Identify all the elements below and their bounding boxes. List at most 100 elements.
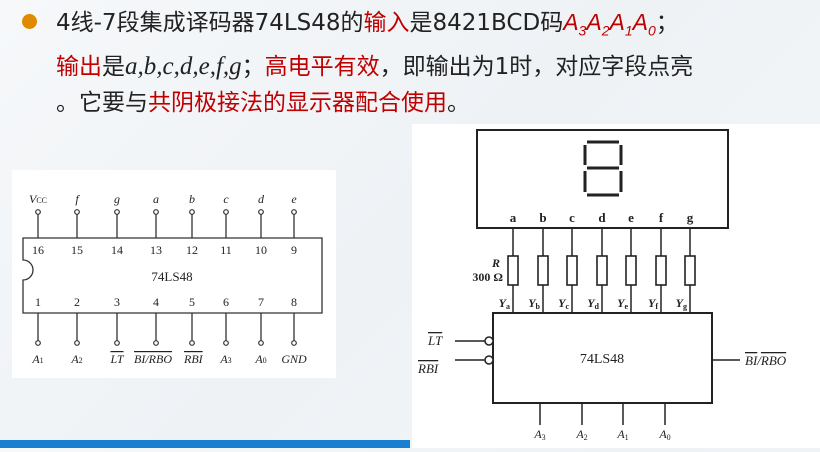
pin-name: BI/RBO <box>134 352 172 366</box>
pin-number: 14 <box>111 243 123 257</box>
pin-name: A2 <box>70 352 82 366</box>
footer-bar <box>0 440 410 448</box>
pin-name: b <box>189 192 195 206</box>
pin-number: 13 <box>150 243 162 257</box>
pin-terminal <box>74 209 80 215</box>
rbi-input-label: RBI <box>417 361 439 376</box>
bcd-input-label: A2 <box>575 427 587 442</box>
text-highlight: 输出 <box>56 53 102 80</box>
pin-number: 8 <box>291 295 297 309</box>
text-highlight: 高电平有效 <box>264 53 380 80</box>
pin-name: A3 <box>219 352 231 366</box>
segment-label: a <box>510 210 517 225</box>
pin-terminal <box>291 209 297 215</box>
pin-number: 1 <box>35 295 41 309</box>
pin-number: 12 <box>186 243 198 257</box>
lt-inversion-bubble <box>484 336 494 346</box>
pin-name: d <box>258 192 265 206</box>
pin-terminal <box>114 209 120 215</box>
pin-terminal <box>189 209 195 215</box>
text: 。 <box>447 89 470 116</box>
resistor-label: R <box>491 256 500 270</box>
resistor <box>507 255 519 286</box>
text-highlight: 输入 <box>363 10 410 36</box>
pin-name: A1 <box>31 352 43 366</box>
output-variables: a,b,c,d,e,f,g <box>125 52 242 80</box>
bullet-icon <box>22 14 37 29</box>
segment-label: f <box>659 210 664 225</box>
pin-terminal <box>74 340 80 346</box>
text: 是8421BCD码 <box>409 10 564 36</box>
output-label: Yd <box>587 296 599 311</box>
pin-terminal <box>114 340 120 346</box>
pin-terminal <box>35 340 41 346</box>
pin-terminal <box>153 209 159 215</box>
resistor <box>655 255 667 286</box>
text: 是 <box>102 53 125 80</box>
bcd-input-label: A1 <box>616 427 628 442</box>
output-label: Yf <box>648 296 658 311</box>
bcd-input-label: A3 <box>533 427 545 442</box>
bullet-paragraph: 4线-7段集成译码器74LS48的输入是8421BCD码A3A2A1A0； 输出… <box>56 4 816 121</box>
pin-name: GND <box>281 352 307 366</box>
pin-number: 7 <box>258 295 264 309</box>
output-label: Yg <box>676 296 687 311</box>
pin-number: 3 <box>114 295 120 309</box>
chip-outline <box>22 237 323 314</box>
pin-number: 11 <box>220 243 232 257</box>
pin-number: 9 <box>291 243 297 257</box>
resistor <box>684 255 696 286</box>
bi-rbo-output-label: BI/RBO <box>745 353 787 368</box>
pin-name: a <box>153 192 159 206</box>
pin-number: 5 <box>189 295 195 309</box>
segment-label: c <box>569 210 575 225</box>
pin-terminal <box>223 340 229 346</box>
input-variables: A3A2A1A0 <box>563 9 656 39</box>
segment-label: g <box>687 210 694 225</box>
digit-8-icon <box>583 140 623 197</box>
text-highlight: 共阴极接法的显示器配合使用 <box>148 89 447 116</box>
pin-number: 4 <box>153 295 159 309</box>
text: 。它要与 <box>56 89 148 116</box>
output-label: Yc <box>558 296 569 311</box>
pin-name: f <box>75 192 80 206</box>
output-label: Ya <box>499 296 510 311</box>
resistor <box>596 255 608 286</box>
pin-terminal <box>153 340 159 346</box>
resistor <box>625 255 637 286</box>
pin-number: 10 <box>255 243 267 257</box>
pin-name: RBI <box>183 352 204 366</box>
pinout-diagram: 74LS48 16VCC15f14g13a12b11c10d9e1A12A23L… <box>22 192 323 366</box>
resistor-value: 300 Ω <box>472 270 503 284</box>
bcd-input-label: A0 <box>658 427 670 442</box>
segment-label: b <box>539 210 546 225</box>
text: ； <box>655 10 679 36</box>
output-label: Ye <box>617 296 628 311</box>
pin-name: A0 <box>254 352 266 366</box>
pin-number: 6 <box>223 295 229 309</box>
pin-terminal <box>258 340 264 346</box>
lt-input-label: LT <box>427 333 443 348</box>
pin-name: g <box>114 192 120 206</box>
text: ，即输出为1时，对应字段点亮 <box>379 53 694 80</box>
pin-number: 16 <box>32 243 44 257</box>
segment-label: e <box>628 210 634 225</box>
pin-name: e <box>291 192 297 206</box>
pin-terminal <box>291 340 297 346</box>
pin-number: 2 <box>74 295 80 309</box>
pin-terminal <box>258 209 264 215</box>
pin-name: LT <box>109 352 124 366</box>
text: ； <box>241 53 265 80</box>
pin-terminal <box>223 209 229 215</box>
text: 4线-7段集成译码器74LS48的 <box>56 10 364 36</box>
pin-name: VCC <box>29 192 47 206</box>
pin-terminal <box>35 209 41 215</box>
rbi-inversion-bubble <box>484 355 494 365</box>
resistor <box>566 255 578 286</box>
chip-label: 74LS48 <box>151 269 192 284</box>
resistor <box>537 255 549 286</box>
segment-label: d <box>598 210 606 225</box>
